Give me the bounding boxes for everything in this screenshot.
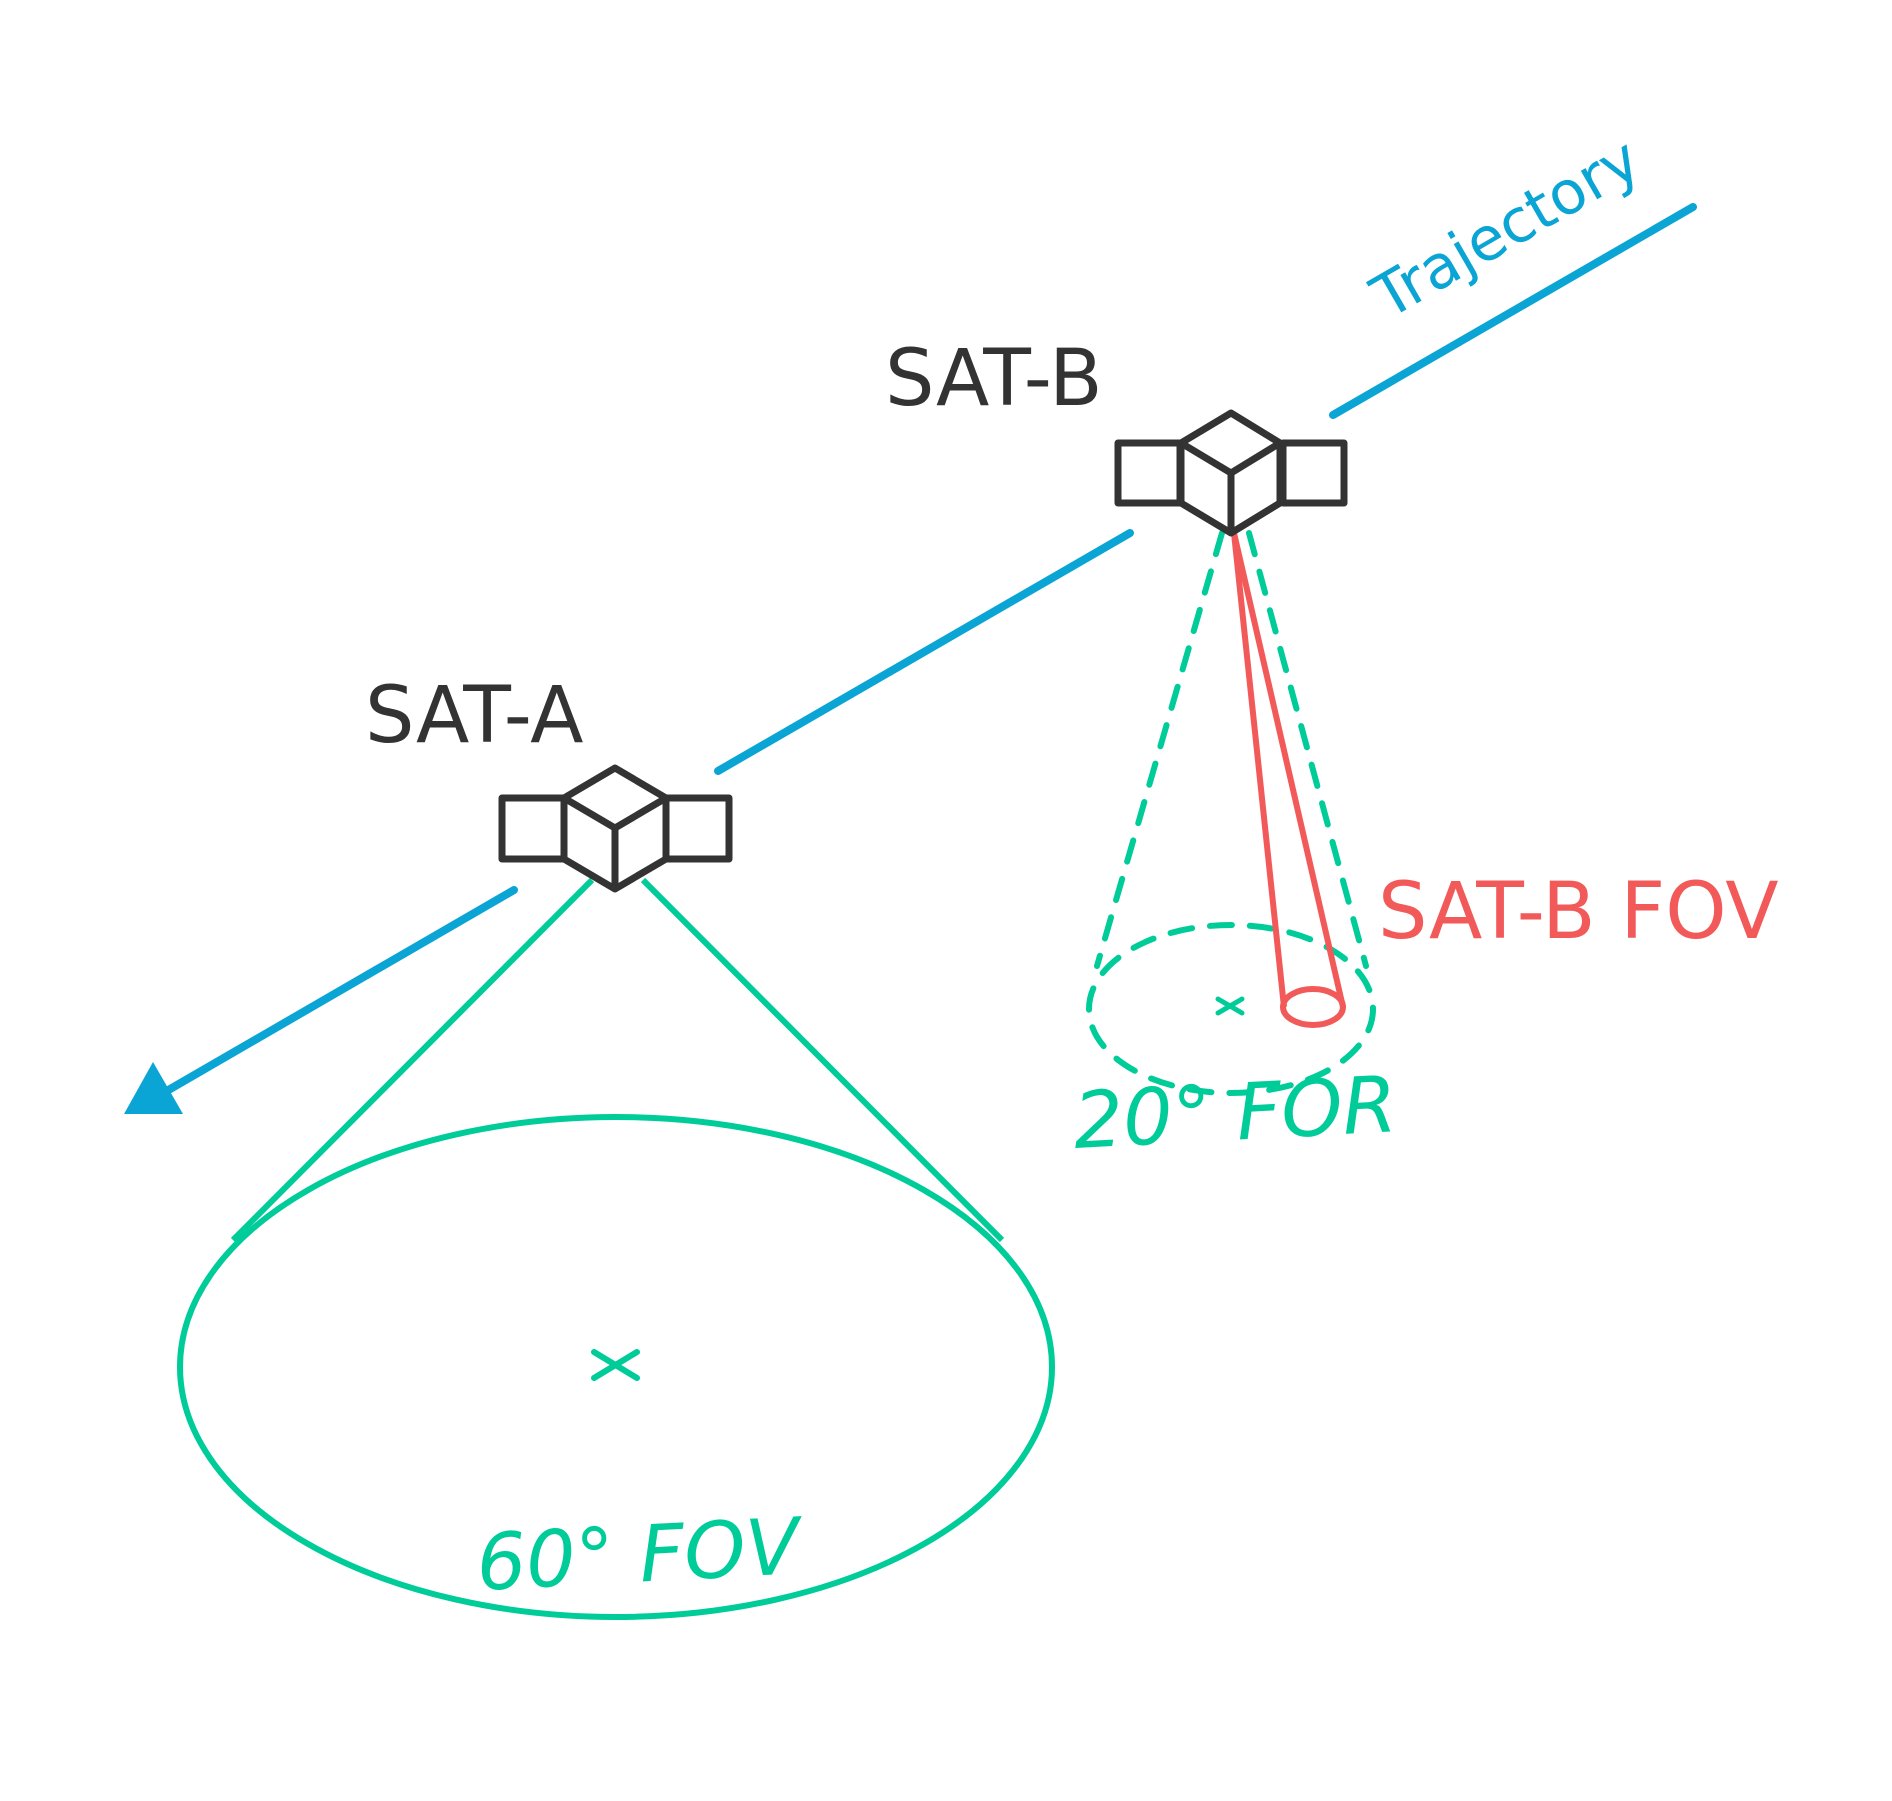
sat-b-right-panel — [1279, 439, 1348, 507]
sat-a-fov-cone — [177, 877, 1055, 1620]
sat-b-left-panel — [1114, 439, 1184, 507]
direction-arrow-icon — [124, 1062, 183, 1114]
sat-a-left-panel — [498, 794, 568, 863]
sat-b-for-cone — [1086, 530, 1376, 1096]
sat-b-fov-footprint — [1280, 986, 1346, 1028]
sat-b-fov-label: SAT-B FOV — [1378, 867, 1779, 957]
fov-60-label: 60° FOV — [474, 1502, 806, 1609]
sat-b-label: SAT-B — [885, 334, 1103, 424]
sat-b-for-footprint — [1086, 922, 1376, 1096]
trajectory-path — [161, 203, 1697, 1096]
center-mark-icon — [591, 1349, 640, 1381]
sat-b-fov-beam — [1231, 532, 1346, 1028]
sat-a-label: SAT-A — [365, 671, 584, 761]
for-20-label: 20° FOR — [1071, 1060, 1399, 1167]
sat-a-right-panel — [662, 794, 733, 863]
sat-a-fov-footprint — [177, 1114, 1055, 1620]
trajectory-label: Trajectory — [1360, 124, 1652, 333]
satellite-icon — [1114, 409, 1348, 537]
center-mark-icon — [1215, 996, 1245, 1016]
satellite-icon — [498, 764, 733, 893]
